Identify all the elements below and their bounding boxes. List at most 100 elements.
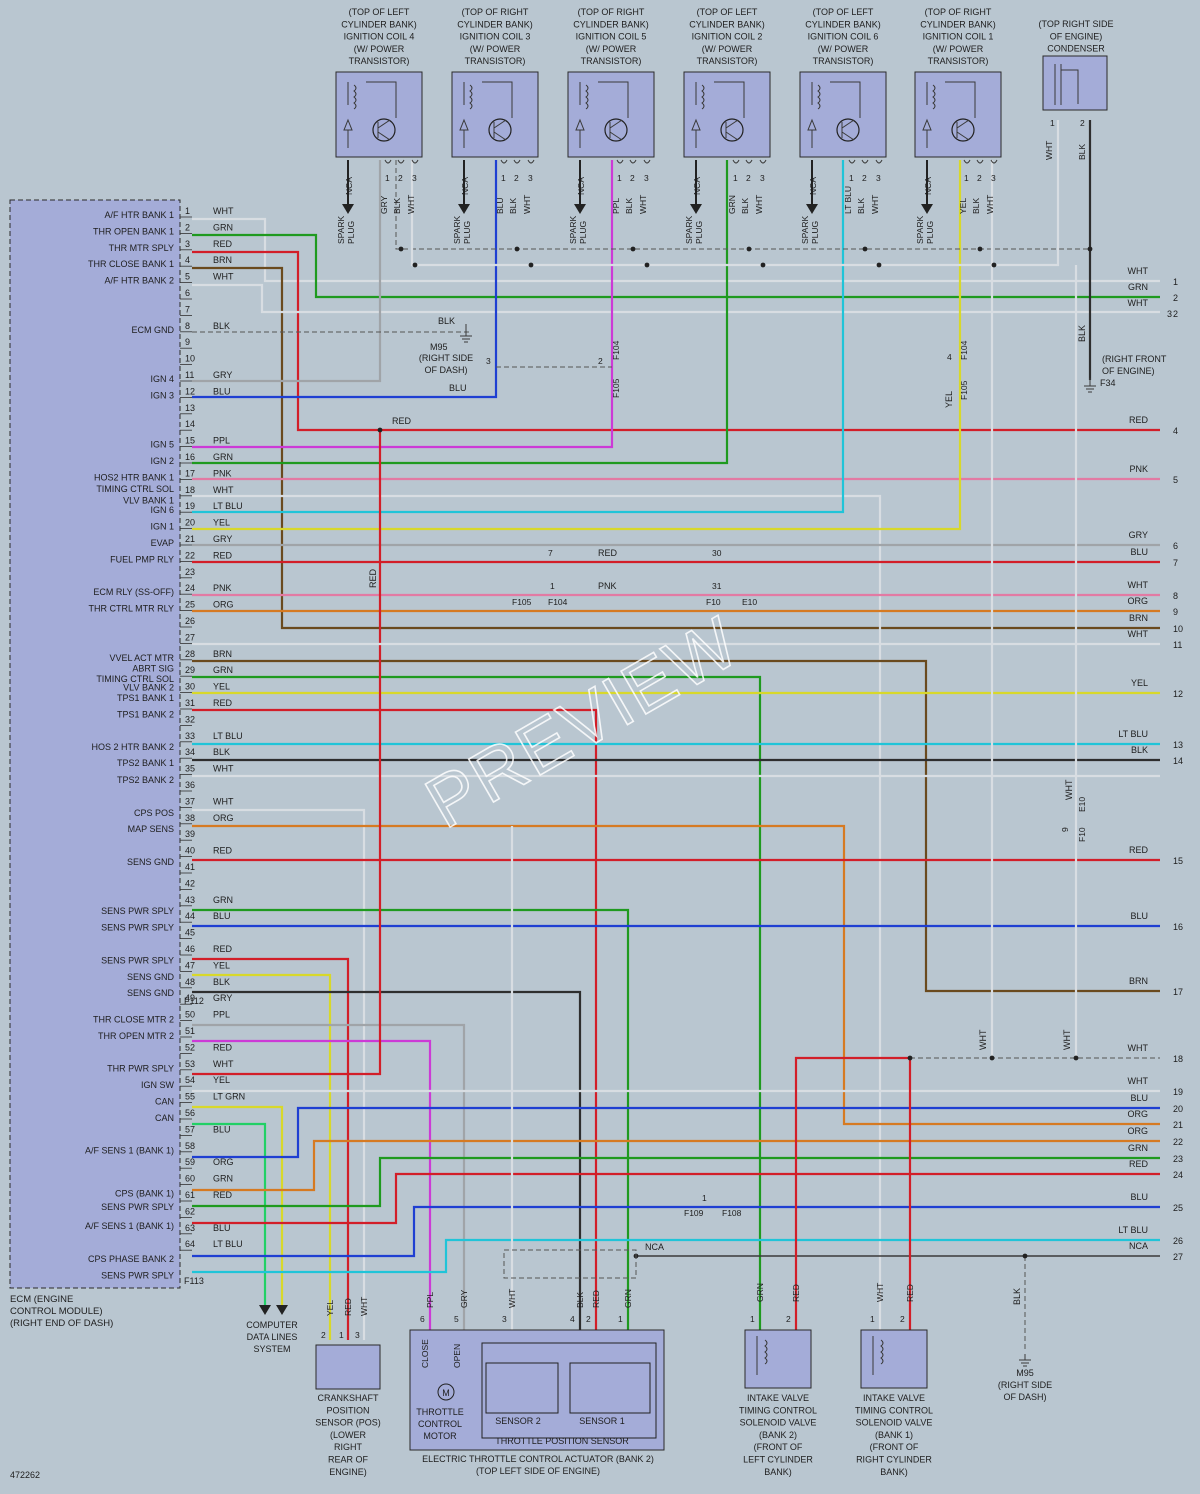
terminal-number: 27 [1173, 1252, 1183, 1262]
connector-label: F104 [611, 340, 621, 360]
ecm-pin-number: 36 [185, 780, 195, 790]
pin: 4 [947, 352, 952, 362]
wire-color: PNK [598, 581, 617, 591]
transistor-leads [366, 81, 397, 141]
ivt-label: BANK) [880, 1467, 908, 1477]
ecm-pin-label: SENS PWR SPLY [101, 955, 174, 965]
coil-ground-color: BLK [740, 198, 750, 214]
ecm-pin-number: 50 [185, 1010, 195, 1020]
wire-color: BLK [1077, 144, 1087, 160]
wire-color-label: BLU [213, 1223, 231, 1233]
terminal-number: 4 [1173, 426, 1178, 436]
power-transistor [720, 118, 744, 142]
terminal-number: 11 [1173, 640, 1182, 650]
ecm-pin-label: CPS POS [134, 808, 174, 818]
ecm-pin-number: 31 [185, 698, 195, 708]
wire-color: WHT [1064, 779, 1074, 800]
ecm-pin-label: THR CLOSE BANK 1 [88, 259, 174, 269]
wire-color: WHT [507, 1289, 517, 1308]
coil-connector [990, 159, 998, 164]
ecm-pin-label: A/F SENS 1 (BANK 1) [85, 1221, 174, 1231]
connector-label: E10 [1077, 797, 1087, 812]
ecm-pin-label: A/F HTR BANK 1 [104, 210, 174, 220]
motor-label: THROTTLE [416, 1407, 464, 1417]
terminal-number: 12 [1173, 689, 1183, 699]
coil-signal-color: PPL [611, 198, 621, 214]
ivt-label: (FRONT OF [754, 1442, 803, 1452]
ignition-coil-label: IGNITION COIL 4 [344, 32, 415, 42]
connector-label: F104 [959, 340, 969, 360]
connector-label: E10 [742, 597, 757, 607]
wire-color-label: WHT [213, 206, 234, 216]
terminal-number: 1 [1173, 277, 1178, 287]
ecm-pin-number: 63 [185, 1223, 195, 1233]
ecm-pin-number: 58 [185, 1141, 195, 1151]
wire-wht-18 [192, 494, 882, 1340]
computer-data-label: DATA LINES [247, 1332, 298, 1342]
ground-name: M95 [1016, 1368, 1034, 1378]
right-wire-color: WHT [1128, 580, 1149, 590]
wire-wht-5 [192, 283, 1160, 314]
coil-ground-color: BLK [856, 198, 866, 214]
spark-label: SPARK [568, 215, 578, 244]
wire-color: RED [905, 1284, 915, 1302]
ivt-label: LEFT CYLINDER [743, 1455, 813, 1465]
ignition-coil-label: IGNITION COIL 5 [576, 32, 647, 42]
wire-red-3 [192, 250, 1160, 432]
wire-wht-37 [192, 808, 366, 1340]
coil-pin-number: 2 [630, 173, 635, 183]
wire-red-46 [192, 957, 350, 1340]
ivt-label: RIGHT CYLINDER [856, 1455, 932, 1465]
motor-label: CONTROL [418, 1419, 462, 1429]
splice-dot [514, 246, 520, 252]
ecm-pin-number: 16 [185, 452, 195, 462]
wire-yel-54 [192, 1105, 284, 1305]
connector-label: F10 [1077, 827, 1087, 842]
coil-connector [384, 159, 392, 164]
ecm-pin-label: CPS PHASE BANK 2 [88, 1254, 174, 1264]
ecm-pin-number: 24 [185, 583, 195, 593]
ignition-coil-label: IGNITION COIL 6 [808, 32, 879, 42]
connector-label: F105 [959, 380, 969, 400]
condenser-plates [1054, 64, 1079, 105]
ivt-label: TIMING CONTROL [739, 1405, 817, 1415]
wire-wht-1 [192, 217, 1160, 283]
coil-pin-number: 2 [398, 173, 403, 183]
plug-label: PLUG [694, 221, 704, 244]
coil-pin-number: 2 [977, 173, 982, 183]
terminal-number: 7 [1173, 558, 1178, 568]
coil-ground-bus [395, 160, 1090, 250]
ecm-pin-label: SENS PWR SPLY [101, 1270, 174, 1280]
ecm-pin-label: THR CTRL MTR RLY [89, 604, 175, 614]
wire-red-ivt [794, 1056, 912, 1330]
ground-symbol-m95-bottom [1019, 1354, 1031, 1367]
ecm-pin-label: IGN 5 [150, 440, 174, 450]
coil-connector [411, 159, 419, 164]
ecm-pin-label: CPS (BANK 1) [115, 1188, 174, 1198]
ignition-coil [567, 71, 655, 158]
spark-label: SPARK [336, 215, 346, 244]
pin: 7 [548, 548, 553, 558]
motor-label: MOTOR [423, 1431, 457, 1441]
ecm-pin-number: 25 [185, 600, 195, 610]
ground-loc: (RIGHT FRONT [1102, 354, 1167, 364]
wire-color-label: GRN [213, 665, 233, 675]
ecm-pin-label: THR PWR SPLY [107, 1064, 174, 1074]
wire-color-label: ORG [213, 600, 234, 610]
coil-connector [513, 159, 521, 164]
coil-winding [575, 82, 589, 148]
wire-grn-2 [192, 233, 1160, 299]
ground-symbol-f34 [1084, 378, 1096, 393]
ignition-coil-label: IGNITION COIL 1 [923, 32, 994, 42]
transistor-leads [830, 81, 861, 141]
terminal-number: 23 [1173, 1154, 1183, 1164]
right-wire-color: ORG [1127, 1126, 1148, 1136]
wire-color-label: BLK [213, 321, 230, 331]
right-wire-color: BLU [1130, 1192, 1148, 1202]
coil-pin-number: 1 [964, 173, 969, 183]
terminal-number: 8 [1173, 591, 1178, 601]
pin: 1 [550, 581, 555, 591]
right-wire-color: BLU [1130, 1093, 1148, 1103]
